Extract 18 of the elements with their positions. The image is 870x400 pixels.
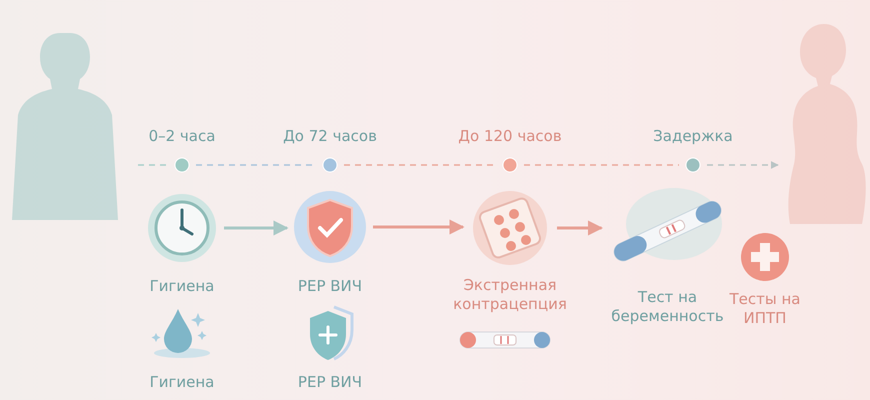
step-label: PEP ВИЧ (296, 373, 364, 392)
time-label: 0–2 часа (148, 127, 216, 146)
arrow (224, 220, 288, 236)
timeline-line (707, 161, 779, 169)
step-label: Экстренная контрацепция (452, 276, 568, 314)
time-label: Задержка (652, 127, 734, 146)
step-label: Тесты на ИПТП (728, 290, 802, 328)
arrow (557, 220, 603, 236)
step-label: Гигиена (148, 373, 216, 392)
step-label: PEP ВИЧ (296, 277, 364, 296)
timeline-line (524, 164, 679, 166)
step-label: Гигиена (148, 277, 216, 296)
timeline-line (138, 164, 168, 166)
time-label: До 72 часов (282, 127, 378, 146)
timeline-line (344, 164, 496, 166)
time-label: До 120 часов (457, 127, 563, 146)
arrow (373, 220, 464, 234)
step-label: Тест на беременность (610, 288, 725, 326)
